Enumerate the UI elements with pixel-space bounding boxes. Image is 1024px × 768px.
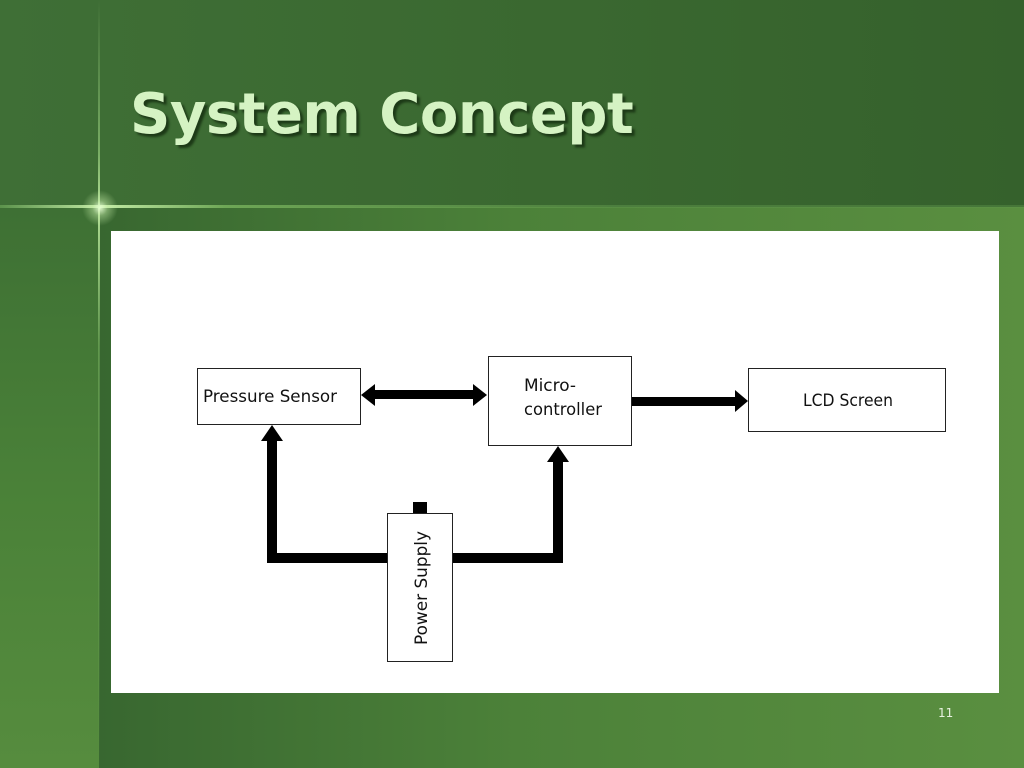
microcontroller-label-line2: controller xyxy=(524,400,602,420)
power-to-microcontroller-line xyxy=(452,454,563,563)
slide-title: System Concept xyxy=(130,82,634,147)
block-diagram-canvas: Pressure Sensor Micro- controller LCD Sc… xyxy=(197,356,946,662)
power-to-sensor-line xyxy=(267,433,387,563)
horizontal-accent-line xyxy=(0,205,1024,208)
microcontroller-side-arrowhead xyxy=(473,384,487,406)
power-supply-terminal xyxy=(413,502,427,514)
pressure-sensor-label: Pressure Sensor xyxy=(203,387,337,407)
vertical-accent-line xyxy=(98,0,100,768)
accent-glow xyxy=(82,190,118,226)
sensor-side-arrowhead xyxy=(361,384,375,406)
block-diagram: Pressure Sensor Micro- controller LCD Sc… xyxy=(111,231,999,693)
microcontroller-label-line1: Micro- xyxy=(524,376,576,396)
power-to-sensor-arrowhead xyxy=(261,425,283,441)
pressure-sensor-block: Pressure Sensor xyxy=(197,368,361,425)
power-to-microcontroller-arrowhead xyxy=(547,446,569,462)
header-band xyxy=(0,0,1024,207)
microcontroller-lcd-shaft xyxy=(632,397,736,406)
lcd-arrowhead xyxy=(735,390,748,412)
sensor-microcontroller-shaft xyxy=(375,390,473,399)
slide-number: 11 xyxy=(938,706,954,720)
lcd-screen-block: LCD Screen xyxy=(748,368,946,432)
power-supply-label: Power Supply xyxy=(412,531,432,645)
power-supply-block: Power Supply xyxy=(387,513,453,662)
lcd-screen-label: LCD Screen xyxy=(803,391,893,411)
left-accent-strip xyxy=(0,207,99,768)
microcontroller-block: Micro- controller xyxy=(488,356,632,446)
